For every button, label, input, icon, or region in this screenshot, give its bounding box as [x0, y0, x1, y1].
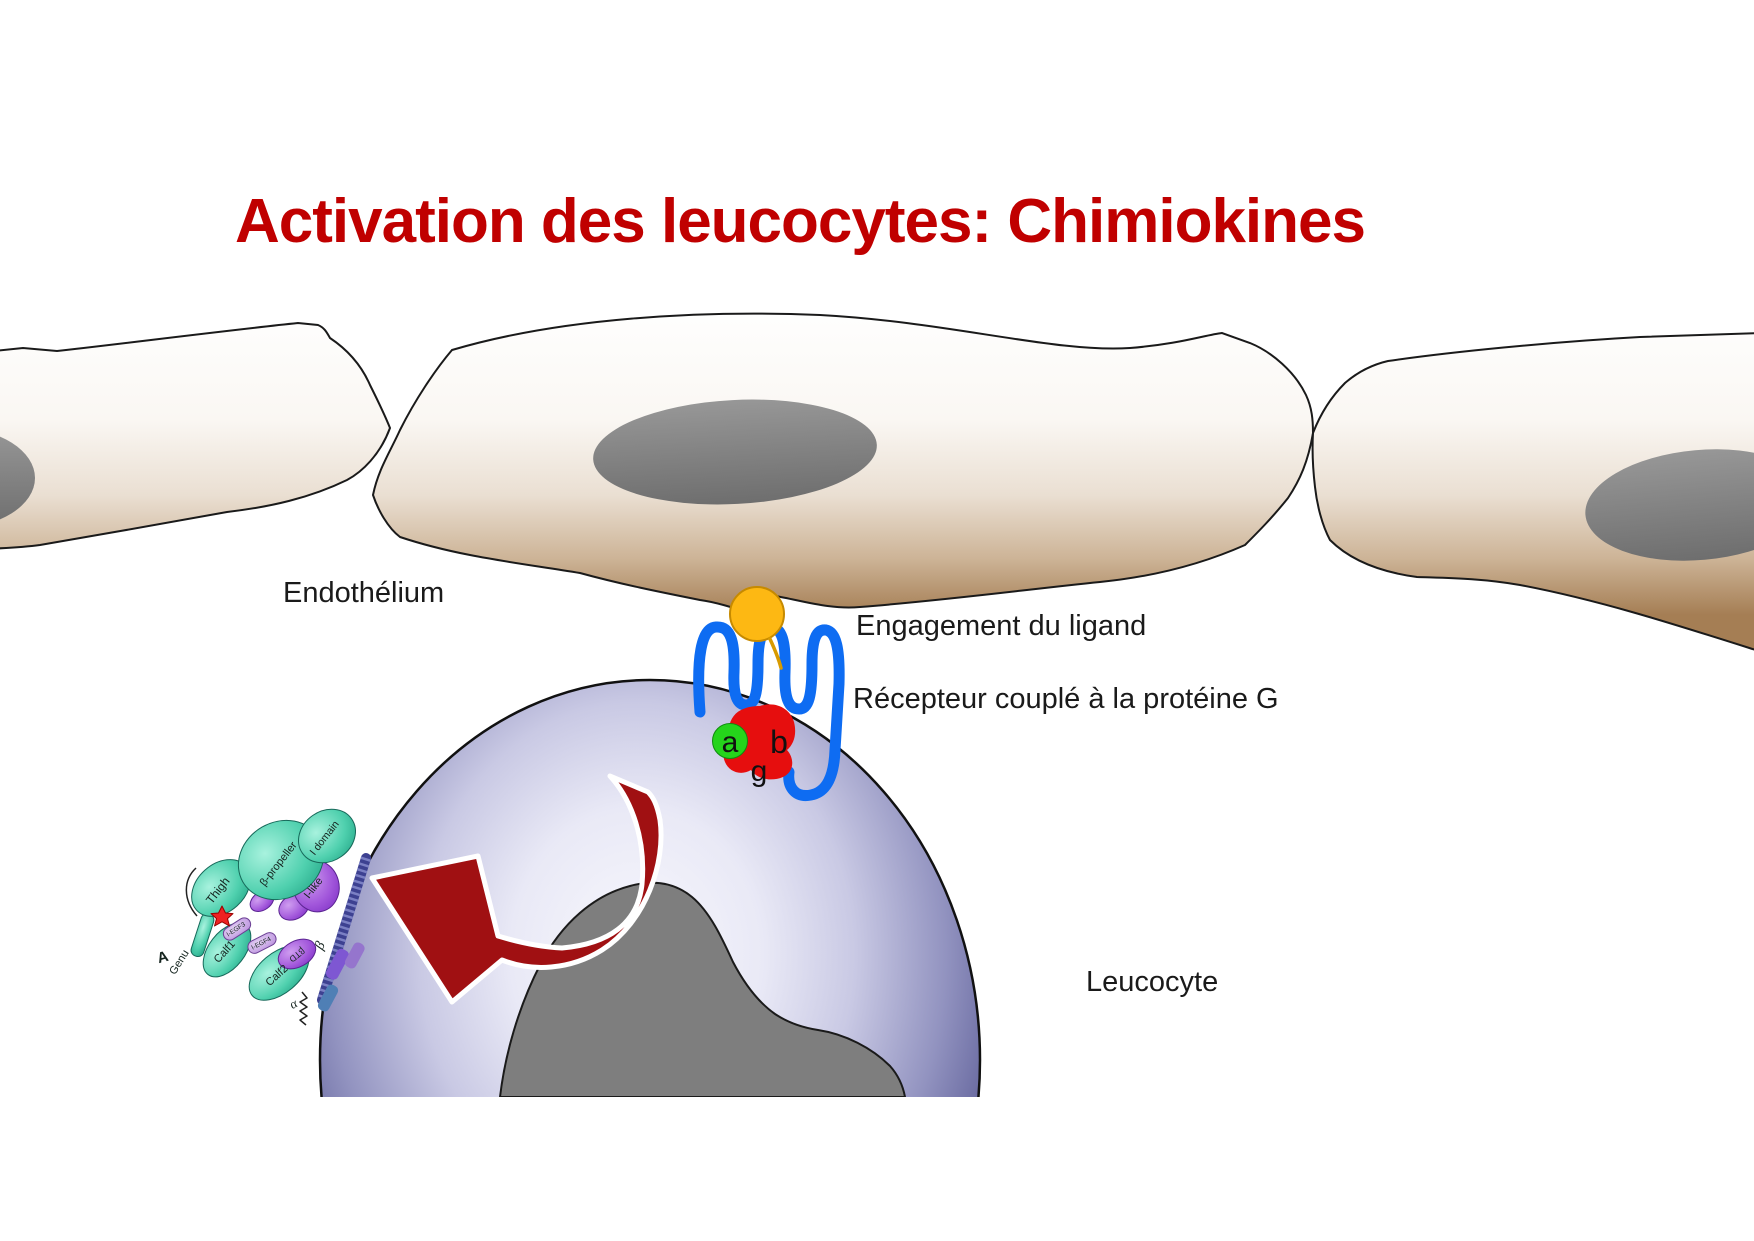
- integrin-cyto-rod-1: [325, 948, 349, 980]
- endothelial-nucleus-left: [0, 436, 35, 520]
- endothelial-cell-left: [0, 321, 392, 550]
- integrin-cyto-rod-3: [317, 984, 339, 1012]
- endothelial-nucleus-right: [1585, 449, 1754, 561]
- integrin-tm-coil-braid: [317, 856, 371, 1002]
- integrin-iegf3-capsule: [222, 917, 252, 941]
- integrin-cyto-spring: [299, 991, 308, 1026]
- label-ligand-engagement: Engagement du ligand: [856, 610, 1147, 642]
- g-gamma-letter: g: [751, 755, 768, 788]
- integrin-btd: [277, 938, 317, 970]
- integrin-diagram: I domain β-propeller Thigh I-like Genu C…: [155, 808, 371, 1026]
- label-leukocyte: Leucocyte: [1086, 966, 1219, 998]
- g-beta-letter: b: [770, 724, 788, 760]
- endothelial-nucleus-middle: [593, 399, 877, 505]
- g-protein: a b g: [712, 704, 796, 788]
- g-protein-alpha: [712, 723, 748, 759]
- endothelial-cell-right: [1311, 332, 1754, 651]
- gpcr-receptor: [693, 621, 845, 802]
- page-title: Activation des leucocytes: Chimiokines: [234, 187, 1366, 256]
- integrin-idomain: [298, 808, 356, 864]
- integrin-iegf4-capsule: [247, 932, 277, 954]
- integrin-cyto-rod-2: [344, 942, 365, 969]
- ligand-tail: [768, 637, 783, 670]
- label-endothelium: Endothélium: [283, 577, 445, 609]
- integrin-label-alpha: α: [287, 995, 301, 1012]
- integrin-strap: [185, 867, 198, 917]
- endothelium-layer: [0, 312, 1754, 651]
- chemokine-ligand: [729, 586, 785, 642]
- g-alpha-letter: a: [722, 726, 739, 759]
- integrin-panel-letter: A: [155, 948, 170, 967]
- integrin-activation-star-icon: [210, 905, 234, 927]
- integrin-label-genu: Genu: [167, 948, 191, 977]
- signal-arrow: [369, 773, 664, 1005]
- label-receptor-gpcr: Récepteur couplé à la protéine G: [853, 683, 1279, 715]
- g-protein-betagamma: [723, 704, 796, 780]
